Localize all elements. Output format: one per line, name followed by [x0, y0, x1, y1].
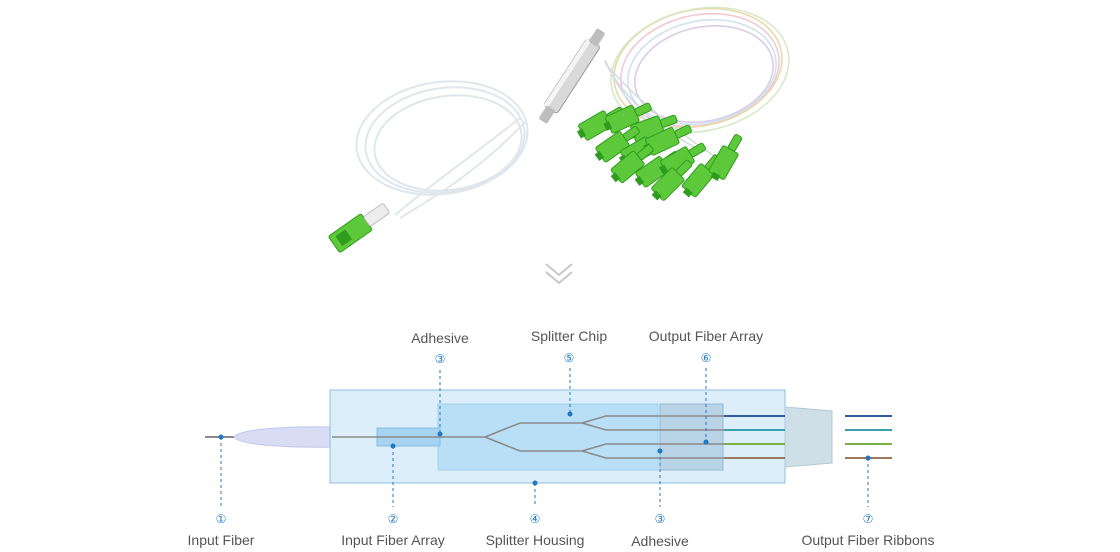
- leader-lines: [220, 368, 869, 507]
- callout-number: ④: [530, 512, 541, 526]
- sc-connector: [658, 142, 707, 177]
- structure-diagram: ① Input Fiber ② Input Fiber Array Adhesi…: [188, 328, 935, 549]
- input-boot: [233, 426, 333, 448]
- output-fiber-coil: [604, 6, 790, 161]
- splitter-photo: [328, 6, 790, 253]
- callout-label: Splitter Chip: [531, 328, 607, 344]
- callout-label: Input Fiber: [188, 532, 255, 548]
- sc-connector: [594, 125, 640, 163]
- callout-label: Output Fiber Array: [649, 328, 763, 344]
- callout-number: ⑦: [863, 512, 874, 526]
- output-sc-connectors: [576, 102, 743, 201]
- double-chevron-down-icon: [545, 263, 573, 285]
- leader-dots: [218, 411, 871, 486]
- callout-output-fiber-ribbons: ⑦ Output Fiber Ribbons: [801, 512, 934, 548]
- sc-connector: [708, 133, 743, 182]
- input-fiber-coil: [355, 80, 529, 219]
- output-boot: [784, 406, 833, 468]
- callout-output-fiber-array: Output Fiber Array ⑥: [649, 328, 763, 365]
- sc-connector: [610, 144, 654, 184]
- sc-connector: [603, 102, 652, 134]
- callout-number: ⑥: [701, 351, 712, 365]
- callout-number: ⑤: [564, 351, 575, 365]
- callout-splitter-chip: Splitter Chip ⑤: [531, 328, 607, 365]
- callout-adhesive-bottom: ③ Adhesive: [631, 512, 689, 549]
- input-sc-connector: [328, 203, 390, 253]
- callout-number: ③: [655, 512, 666, 526]
- callout-label: Splitter Housing: [486, 532, 585, 548]
- callout-number: ②: [388, 512, 399, 526]
- callout-adhesive-top: Adhesive ③: [411, 330, 469, 366]
- waveguides: [332, 415, 724, 459]
- callout-input-fiber: ① Input Fiber: [188, 512, 255, 548]
- sc-connector: [651, 159, 693, 201]
- output-fiber-array-box: [659, 403, 724, 471]
- callout-label: Adhesive: [631, 533, 689, 549]
- callout-input-fiber-array: ② Input Fiber Array: [341, 512, 445, 548]
- callout-label: Output Fiber Ribbons: [801, 532, 934, 548]
- steel-tube-housing: [539, 28, 605, 124]
- callout-splitter-housing: ④ Splitter Housing: [486, 512, 585, 548]
- callout-label: Input Fiber Array: [341, 532, 445, 548]
- callout-number: ③: [435, 352, 446, 366]
- callout-label: Adhesive: [411, 330, 469, 346]
- callout-number: ①: [216, 512, 227, 526]
